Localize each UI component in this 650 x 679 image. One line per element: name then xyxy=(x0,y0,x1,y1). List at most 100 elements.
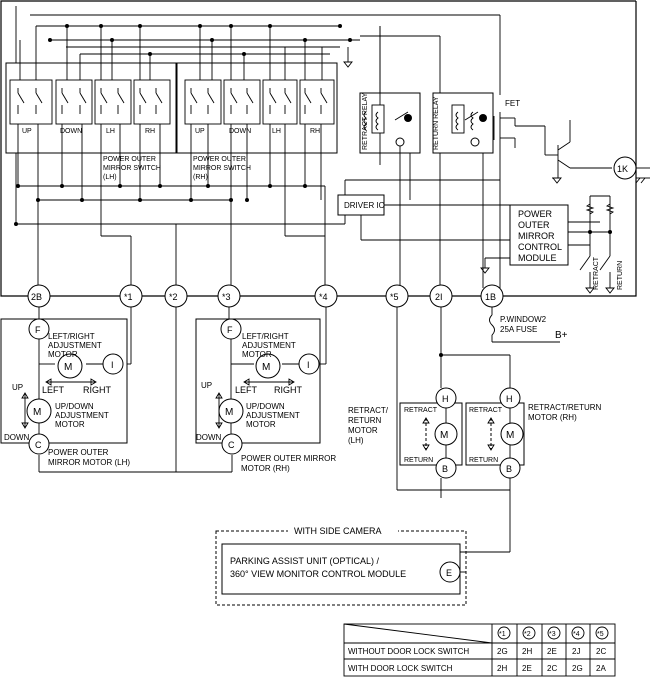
table-row-2-col-3: 2C xyxy=(547,664,557,673)
motor-rh-connector-i: I xyxy=(307,360,310,370)
module-line-2: OUTER xyxy=(518,220,550,230)
table-row-2-col-1: 2H xyxy=(497,664,507,673)
connector-s1-label: *1 xyxy=(124,292,133,302)
fuse-label-2: 25A FUSE xyxy=(500,325,537,334)
retract-rh-connector-h: H xyxy=(506,394,513,404)
table-row-2-col-2: 2E xyxy=(522,664,532,673)
motor-lh-lr-1: LEFT/RIGHT xyxy=(48,332,95,341)
motor-lh-connector-i: I xyxy=(111,360,114,370)
connector-1k-label: 1K xyxy=(617,164,628,174)
motor-lh-connector-f: F xyxy=(35,325,41,335)
retract-rh-m: M xyxy=(506,430,514,441)
motor-lh-ud-2: ADJUSTMENT xyxy=(55,411,109,420)
retract-lh-line-2: RETURN xyxy=(348,416,382,425)
bus-connectors: 2B *1 *2 *3 *4 *5 2I 1B xyxy=(27,284,504,308)
table-row-1-col-5: 2C xyxy=(596,647,606,656)
retract-lh-retract-label: RETRACT xyxy=(404,407,438,414)
return-relay-label: RETURN RELAY xyxy=(433,96,440,150)
camera-unit-line-1: PARKING ASSIST UNIT (OPTICAL) / xyxy=(230,556,380,566)
retract-rh-motor-symbol xyxy=(500,422,524,446)
switch-rh-up-label: UP xyxy=(195,128,205,135)
motor-rh-ud-2: ADJUSTMENT xyxy=(246,411,300,420)
lower-wiring xyxy=(38,307,511,553)
retract-lh-line-3: MOTOR xyxy=(348,426,378,435)
table-row-1-col-1: 2G xyxy=(497,647,508,656)
motor-rh-name-1: POWER OUTER MIRROR xyxy=(241,454,336,463)
driver-ic-label: DRIVER IC xyxy=(344,201,385,210)
motor-lh-down: DOWN xyxy=(4,433,30,442)
table-row-2-col-5: 2A xyxy=(596,664,606,673)
motor-rh-down: DOWN xyxy=(196,433,222,442)
motor-rh-ud-m: M xyxy=(225,407,233,418)
motor-rh-connector-c: C xyxy=(228,440,235,450)
switch-rh-label-3: (RH) xyxy=(193,174,208,181)
camera-section-title: WITH SIDE CAMERA xyxy=(294,526,382,536)
power-outer-mirror-motor-rh: F I C M M LEFT/RIGHT ADJUSTMENT MOTOR LE… xyxy=(195,318,336,473)
motor-rh-lr-motor-symbol xyxy=(255,353,281,379)
table-row-2-col-4: 2G xyxy=(572,664,583,673)
connector-s5-label: *5 xyxy=(390,292,399,302)
motor-lh-ud-motor-symbol xyxy=(26,398,52,424)
table-header-4: *4 xyxy=(573,631,580,638)
top-wiring xyxy=(15,6,501,224)
retract-rh-line-2: MOTOR (RH) xyxy=(528,413,577,422)
retract-lh-line-4: (LH) xyxy=(348,436,364,445)
retract-return-motor-rh: H B M RETRACT RETURN RETRACT/RETURN MOTO… xyxy=(465,387,602,479)
power-outer-mirror-control-module: POWER OUTER MIRROR CONTROL MODULE xyxy=(480,195,624,294)
retract-lh-line-1: RETRACT/ xyxy=(348,406,389,415)
motor-lh-connector-c: C xyxy=(35,440,42,450)
switch-lh-rh-label: RH xyxy=(145,128,155,135)
module-line-1: POWER xyxy=(518,209,553,219)
motor-rh-lr-2: ADJUSTMENT xyxy=(242,341,296,350)
motor-rh-ud-3: MOTOR xyxy=(246,420,276,429)
with-side-camera-section: WITH SIDE CAMERA PARKING ASSIST UNIT (OP… xyxy=(215,526,467,606)
connector-1k-group: 1K xyxy=(613,156,650,184)
retract-lh-return-label: RETURN xyxy=(404,457,433,464)
module-line-4: CONTROL xyxy=(518,242,562,252)
camera-unit-line-2: 360° VIEW MONITOR CONTROL MODULE xyxy=(230,569,406,579)
module-return-label: RETURN xyxy=(617,261,624,290)
retract-rh-line-1: RETRACT/RETURN xyxy=(528,403,602,412)
switch-lh-label-1: POWER OUTER xyxy=(103,156,156,163)
connector-table: *1 *2 *3 *4 *5 WITHOUT DOOR LOCK SWITCH … xyxy=(343,623,616,677)
retract-rh-connector-b: B xyxy=(506,464,512,474)
table-header-1: *1 xyxy=(499,631,506,638)
motor-lh-left: LEFT xyxy=(42,385,65,395)
motor-lh-lr-motor-symbol xyxy=(57,353,83,379)
table-row-2-label: WITH DOOR LOCK SWITCH xyxy=(348,664,453,673)
connector-s2-label: *2 xyxy=(169,292,178,302)
switch-lh-label-2: MIRROR SWITCH xyxy=(103,165,161,172)
switch-rh-down-label: DOWN xyxy=(229,128,251,135)
connector-2i-label: 2I xyxy=(435,292,443,302)
motor-lh-ud-3: MOTOR xyxy=(55,420,85,429)
motor-lh-ud-1: UP/DOWN xyxy=(55,402,94,411)
motor-rh-lr-1: LEFT/RIGHT xyxy=(242,332,289,341)
switch-rh-rh-label: RH xyxy=(310,128,320,135)
connector-s4-label: *4 xyxy=(319,292,328,302)
motor-rh-right: RIGHT xyxy=(274,385,303,395)
table-header-5: *5 xyxy=(597,631,604,638)
motor-rh-lr-m: M xyxy=(262,362,270,373)
table-header-3: *3 xyxy=(549,631,556,638)
power-outer-mirror-motor-lh: F I C M M LEFT/RIGHT ADJUSTMENT MOTOR LE… xyxy=(0,318,130,467)
motor-rh-name-2: MOTOR (RH) xyxy=(241,464,290,473)
retract-lh-connector-h: H xyxy=(442,394,449,404)
switch-lh-label-3: (LH) xyxy=(103,174,117,181)
motor-lh-lr-m: M xyxy=(64,362,72,373)
table-row-1-col-2: 2H xyxy=(522,647,532,656)
power-outer-mirror-switch-lh: UP DOWN LH RH POWER OUTER MIRROR SWITCH … xyxy=(5,26,177,181)
motor-lh-name-1: POWER OUTER xyxy=(48,448,109,457)
retract-return-motor-lh: H B M RETRACT RETURN RETRACT/ RETURN MOT… xyxy=(348,387,463,479)
retract-lh-motor-symbol xyxy=(434,422,458,446)
motor-lh-up: UP xyxy=(12,383,23,392)
motor-rh-lr-3: MOTOR xyxy=(242,350,272,359)
connector-2b-label: 2B xyxy=(31,292,42,302)
connector-s3-label: *3 xyxy=(222,292,231,302)
connector-1b-label: 1B xyxy=(485,292,496,302)
battery-plus-label: B+ xyxy=(555,330,568,341)
motor-lh-right: RIGHT xyxy=(83,385,112,395)
switch-rh-label-1: POWER OUTER xyxy=(193,156,246,163)
switch-rh-lh-label: LH xyxy=(272,128,281,135)
camera-connector-e: E xyxy=(446,568,452,578)
